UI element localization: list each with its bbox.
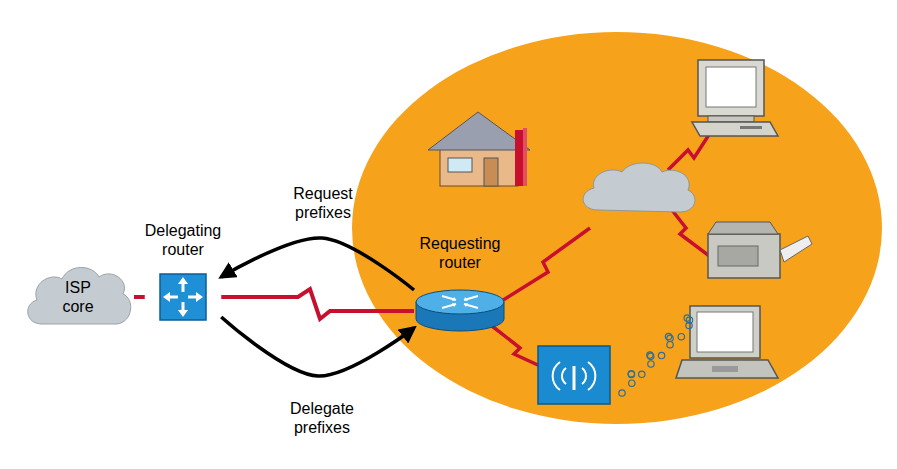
router-icon: [416, 290, 504, 314]
curved-arrow: [221, 317, 414, 376]
printer-icon: [708, 222, 778, 234]
lan-wires: [492, 326, 540, 366]
printer-icon: [718, 246, 758, 266]
wireless-dot: [658, 352, 664, 358]
laptop-icon: [676, 360, 778, 378]
lan-wires: [492, 130, 712, 366]
router-arrow: [178, 277, 188, 284]
house-icon: [428, 112, 530, 150]
router-node: Requesting router: [414, 234, 506, 334]
router-arrow: [178, 310, 188, 317]
node-label: ISP core: [62, 278, 93, 316]
wireless-link: [619, 315, 693, 396]
computer-icon: [692, 122, 778, 136]
wireless-dot: [648, 353, 654, 359]
edge-label: Request prefixes: [293, 184, 353, 222]
house-icon: [448, 158, 472, 172]
access-point-icon: [538, 346, 610, 404]
cloud-node: ISP core: [22, 262, 134, 332]
laptop-icon: [690, 306, 760, 358]
wireless-dot: [667, 335, 673, 341]
wireless-dot: [619, 390, 625, 396]
wireless-dot: [686, 317, 692, 323]
computer-icon: [698, 60, 764, 116]
node-label: Delegating router: [145, 221, 222, 259]
cloud-shape: [22, 262, 134, 332]
printer-icon: [708, 222, 812, 278]
wireless-dot: [639, 371, 645, 377]
wireless-dot: [648, 361, 654, 367]
house-icon: [515, 130, 523, 186]
wireless-dot: [629, 380, 635, 386]
lan-cloud: [583, 163, 695, 212]
router-arrow: [442, 304, 456, 308]
home-network-region: [352, 32, 882, 424]
wireless-dot: [667, 342, 673, 348]
edge-label: Delegate prefixes: [290, 399, 354, 437]
wireless-dot: [628, 371, 634, 377]
router-arrow: [464, 304, 478, 308]
access-point-icon: [553, 362, 596, 390]
laptop-icon: [676, 306, 778, 378]
home-network-region: [352, 32, 882, 424]
computer-icon: [740, 126, 762, 129]
router-arrow: [452, 303, 456, 307]
cloud-shape: [28, 267, 131, 324]
curved-arrow: [221, 238, 414, 290]
lan-wires: [668, 205, 712, 258]
house-icon: [428, 112, 530, 186]
router-arrow: [196, 292, 203, 302]
house-icon: [484, 158, 498, 186]
router-arrow: [464, 296, 478, 300]
router-arrow: [452, 297, 456, 301]
router-arrow: [464, 303, 468, 307]
computer-icon: [706, 67, 756, 107]
house-icon: [440, 148, 518, 186]
access-point-icon: [573, 366, 576, 390]
laptop-icon: [712, 366, 738, 372]
house-icon: [523, 128, 527, 186]
wan-link: [134, 295, 145, 299]
access-point-icon: [538, 346, 610, 404]
router-arrow: [163, 292, 170, 302]
lan-cloud: [583, 163, 695, 212]
printer-icon: [780, 236, 812, 262]
router-icon: [159, 273, 207, 321]
wireless-dot: [628, 370, 634, 376]
router-arrow: [464, 297, 468, 301]
router-icon: [160, 274, 206, 320]
node-label: Requesting router: [420, 234, 501, 272]
router-node: Delegating router: [145, 221, 222, 321]
router-arrow: [442, 296, 456, 300]
wan-link: [221, 289, 414, 319]
computer-icon: [692, 60, 778, 136]
router-icon: [414, 288, 506, 334]
lan-wires: [500, 228, 590, 302]
computer-icon: [708, 116, 754, 122]
laptop-icon: [697, 312, 753, 352]
printer-icon: [708, 234, 780, 278]
wireless-dot: [678, 333, 684, 339]
